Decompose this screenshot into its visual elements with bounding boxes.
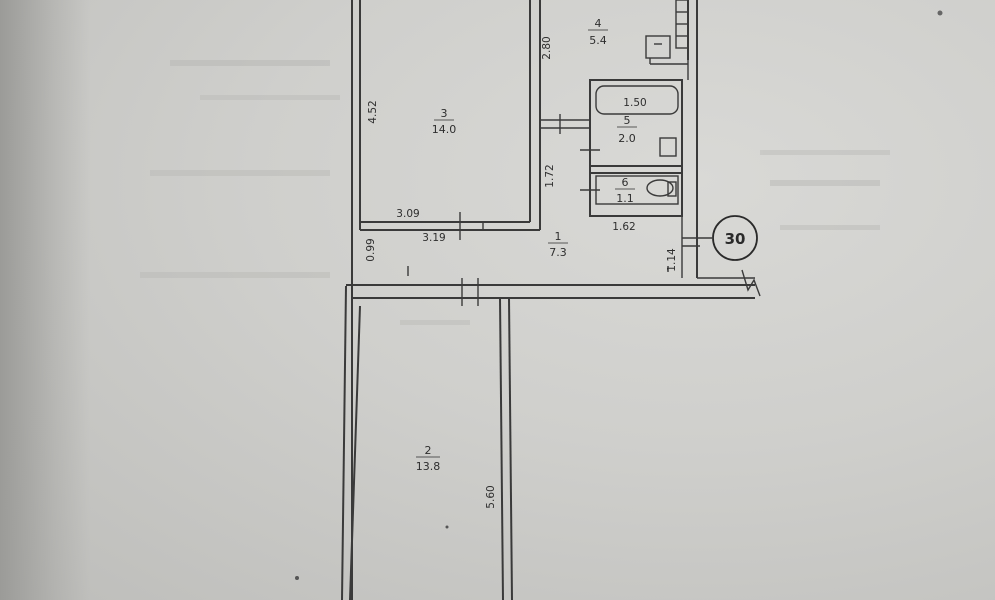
room-6-number: 6 xyxy=(622,176,629,189)
dim-3-19: 3.19 xyxy=(422,232,445,244)
dim-5-60: 5.60 xyxy=(485,485,497,508)
wet-rooms xyxy=(540,79,683,278)
dim-1-50: 1.50 xyxy=(623,97,646,109)
dim-4-52: 4.52 xyxy=(367,100,379,123)
hall-ticks xyxy=(407,237,712,276)
marker-circle xyxy=(712,215,758,261)
room-3-number: 3 xyxy=(441,107,448,120)
dim-1-72: 1.72 xyxy=(544,164,556,187)
room-4-number: 4 xyxy=(595,17,602,30)
room-2-number: 2 xyxy=(425,444,432,457)
marker-number: 30 xyxy=(725,230,746,248)
page-edge-shadow xyxy=(0,0,90,600)
dim-1-14: 1.14 xyxy=(666,248,678,272)
mark-dot xyxy=(937,10,943,16)
mark-dot xyxy=(445,525,449,529)
room-3-walls xyxy=(360,0,541,240)
kitchen-fixtures xyxy=(645,0,689,80)
dim-0-99: 0.99 xyxy=(365,238,377,261)
room-3-area: 14.0 xyxy=(432,123,457,136)
room-6-area: 1.1 xyxy=(616,192,634,205)
mark-dot xyxy=(295,576,299,580)
room-5-number: 5 xyxy=(624,114,631,127)
room-2-area: 13.8 xyxy=(416,460,441,473)
dim-1-62: 1.62 xyxy=(612,221,635,233)
room-1-area: 7.3 xyxy=(549,246,567,259)
dim-2-80: 2.80 xyxy=(541,36,553,59)
room-2-walls xyxy=(461,278,513,600)
dim-3-09: 3.09 xyxy=(396,208,419,220)
bleed-through xyxy=(140,60,890,325)
room-5-area: 2.0 xyxy=(618,132,636,145)
room-1-number: 1 xyxy=(555,230,562,243)
room-4-area: 5.4 xyxy=(589,34,607,47)
